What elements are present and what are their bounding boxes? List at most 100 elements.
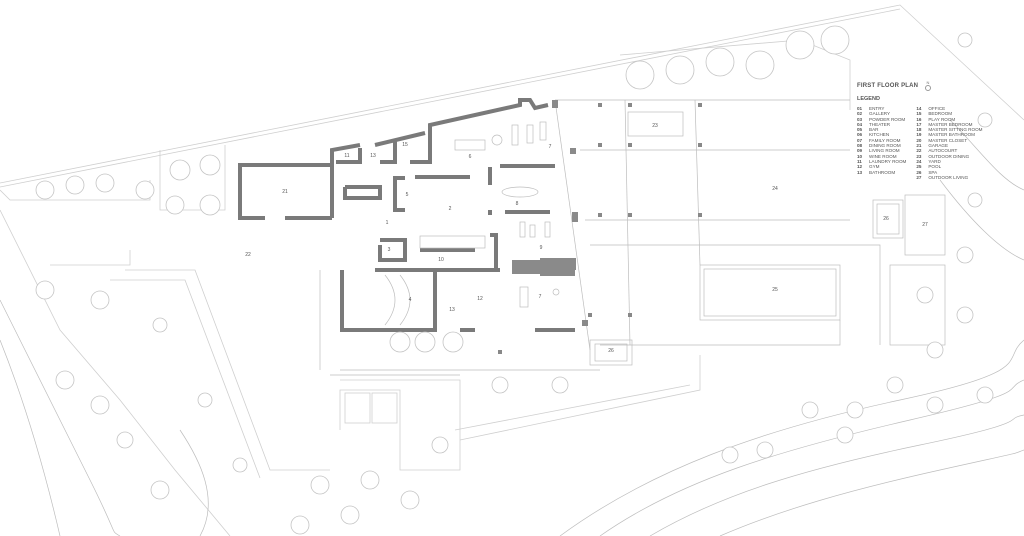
room-label-outdoor-living: 27 xyxy=(922,222,928,228)
legend-item-number: 27 xyxy=(916,174,922,180)
legend-item-label: SPA xyxy=(928,169,938,175)
legend-item-label: BEDROOM xyxy=(928,111,953,117)
legend-item-label: DINING ROOM xyxy=(869,143,901,149)
north-label: N xyxy=(926,80,930,85)
room-label-wine: 10 xyxy=(438,257,444,263)
room-label-spa-2: 26 xyxy=(608,348,614,354)
legend-item: 16 PLAY ROOM xyxy=(916,117,982,122)
legend-item-number: 17 xyxy=(916,121,922,127)
legend-item-number: 20 xyxy=(916,137,922,143)
legend-item-label: LAUNDRY ROOM xyxy=(869,158,907,164)
legend-item-number: 26 xyxy=(916,169,922,175)
legend-item-label: AUTOCOURT xyxy=(928,148,958,154)
legend-item-label: BAR xyxy=(869,127,879,133)
room-label-theater: 4 xyxy=(409,297,412,303)
legend-item: 25 POOL xyxy=(916,164,982,169)
legend-item-number: 02 xyxy=(857,111,863,117)
legend-item: 15 BEDROOM xyxy=(916,111,982,116)
legend-item-number: 01 xyxy=(857,106,863,111)
pool xyxy=(699,264,841,321)
legend-item-number: 10 xyxy=(857,153,863,159)
legend-item-number: 12 xyxy=(857,164,863,170)
legend-item: 27 OUTDOOR LIVING xyxy=(916,175,982,180)
legend-item: 01 ENTRY xyxy=(857,106,906,111)
room-label-gallery: 2 xyxy=(449,206,452,212)
room-label-autocourt: 22 xyxy=(245,252,251,258)
legend-item-number: 14 xyxy=(916,106,922,111)
legend-item-label: BATHROOM xyxy=(869,169,896,175)
room-label-bathroom-2: 13 xyxy=(449,307,455,313)
legend-item-number: 11 xyxy=(857,158,862,164)
legend-item: 22 AUTOCOURT xyxy=(916,148,982,153)
terraces xyxy=(319,99,946,376)
legend-item-number: 24 xyxy=(916,158,922,164)
trees xyxy=(35,25,994,535)
legend-item-label: ENTRY xyxy=(869,106,885,111)
legend-item-number: 18 xyxy=(916,127,922,133)
legend-item-number: 22 xyxy=(916,148,922,154)
room-label-laundry: 11 xyxy=(344,153,349,159)
legend-item-label: FAMILY ROOM xyxy=(869,137,901,143)
legend-item-number: 21 xyxy=(916,143,922,149)
outdoor-living xyxy=(904,194,946,256)
legend-item: 12 GYM xyxy=(857,164,906,169)
room-label-outdoor-dining: 23 xyxy=(652,123,658,129)
legend-item-number: 16 xyxy=(916,116,922,122)
legend-item: 24 YARD xyxy=(916,159,982,164)
legend-item: 19 MASTER BATHROOM xyxy=(916,132,982,137)
room-label-spa: 26 xyxy=(883,216,889,222)
plan-title: FIRST FLOOR PLAN xyxy=(857,83,919,89)
furniture xyxy=(384,121,560,326)
legend-item-label: PLAY ROOM xyxy=(928,116,956,122)
legend-item-label: LIVING ROOM xyxy=(869,148,900,154)
room-label-garage: 21 xyxy=(282,189,288,195)
legend-item: 11 LAUNDRY ROOM xyxy=(857,159,906,164)
legend-item-label: KITCHEN xyxy=(869,132,890,138)
north-arrow-icon: N xyxy=(925,80,931,91)
legend-item-number: 08 xyxy=(857,143,863,149)
walls xyxy=(238,98,588,332)
room-label-bedroom: 15 xyxy=(402,142,408,148)
room-label-living: 9 xyxy=(540,245,543,251)
room-label-yard: 24 xyxy=(772,186,778,192)
legend-item-number: 15 xyxy=(916,111,922,117)
legend-item-label: GYM xyxy=(869,164,880,170)
room-label-bar: 5 xyxy=(406,192,409,198)
legend-item: 21 GARAGE xyxy=(916,143,982,148)
room-label-entry: 1 xyxy=(386,220,389,226)
legend-item-number: 07 xyxy=(857,137,863,143)
legend-item-label: POWDER ROOM xyxy=(869,116,906,122)
room-label-powder: 3 xyxy=(388,247,391,253)
columns xyxy=(498,103,702,354)
legend-item-label: OUTDOOR LIVING xyxy=(928,174,969,180)
legend-item-number: 25 xyxy=(916,164,922,170)
legend-item-label: MASTER CLOSET xyxy=(928,137,968,143)
legend-item-label: YARD xyxy=(928,158,941,164)
legend-item-label: THEATER xyxy=(869,121,891,127)
legend-item: 08 DINING ROOM xyxy=(857,143,906,148)
legend-item-label: MASTER BATHROOM xyxy=(928,132,975,138)
legend-item-label: GARAGE xyxy=(928,143,949,149)
legend-item-number: 13 xyxy=(857,169,863,175)
room-label-gym: 12 xyxy=(477,296,483,302)
room-label-family-room: 7 xyxy=(549,144,552,150)
legend-item-label: OFFICE xyxy=(928,106,946,111)
legend-item-number: 23 xyxy=(916,153,922,159)
legend-item-label: MASTER BEDROOM xyxy=(928,121,973,127)
legend-item-label: POOL xyxy=(928,164,942,170)
legend-item-number: 19 xyxy=(916,132,922,138)
legend-item: 20 MASTER CLOSET xyxy=(916,138,982,143)
room-label-pool: 25 xyxy=(772,287,778,293)
room-label-family-room-2: 7 xyxy=(539,294,542,300)
legend-item: 26 SPA xyxy=(916,170,982,175)
